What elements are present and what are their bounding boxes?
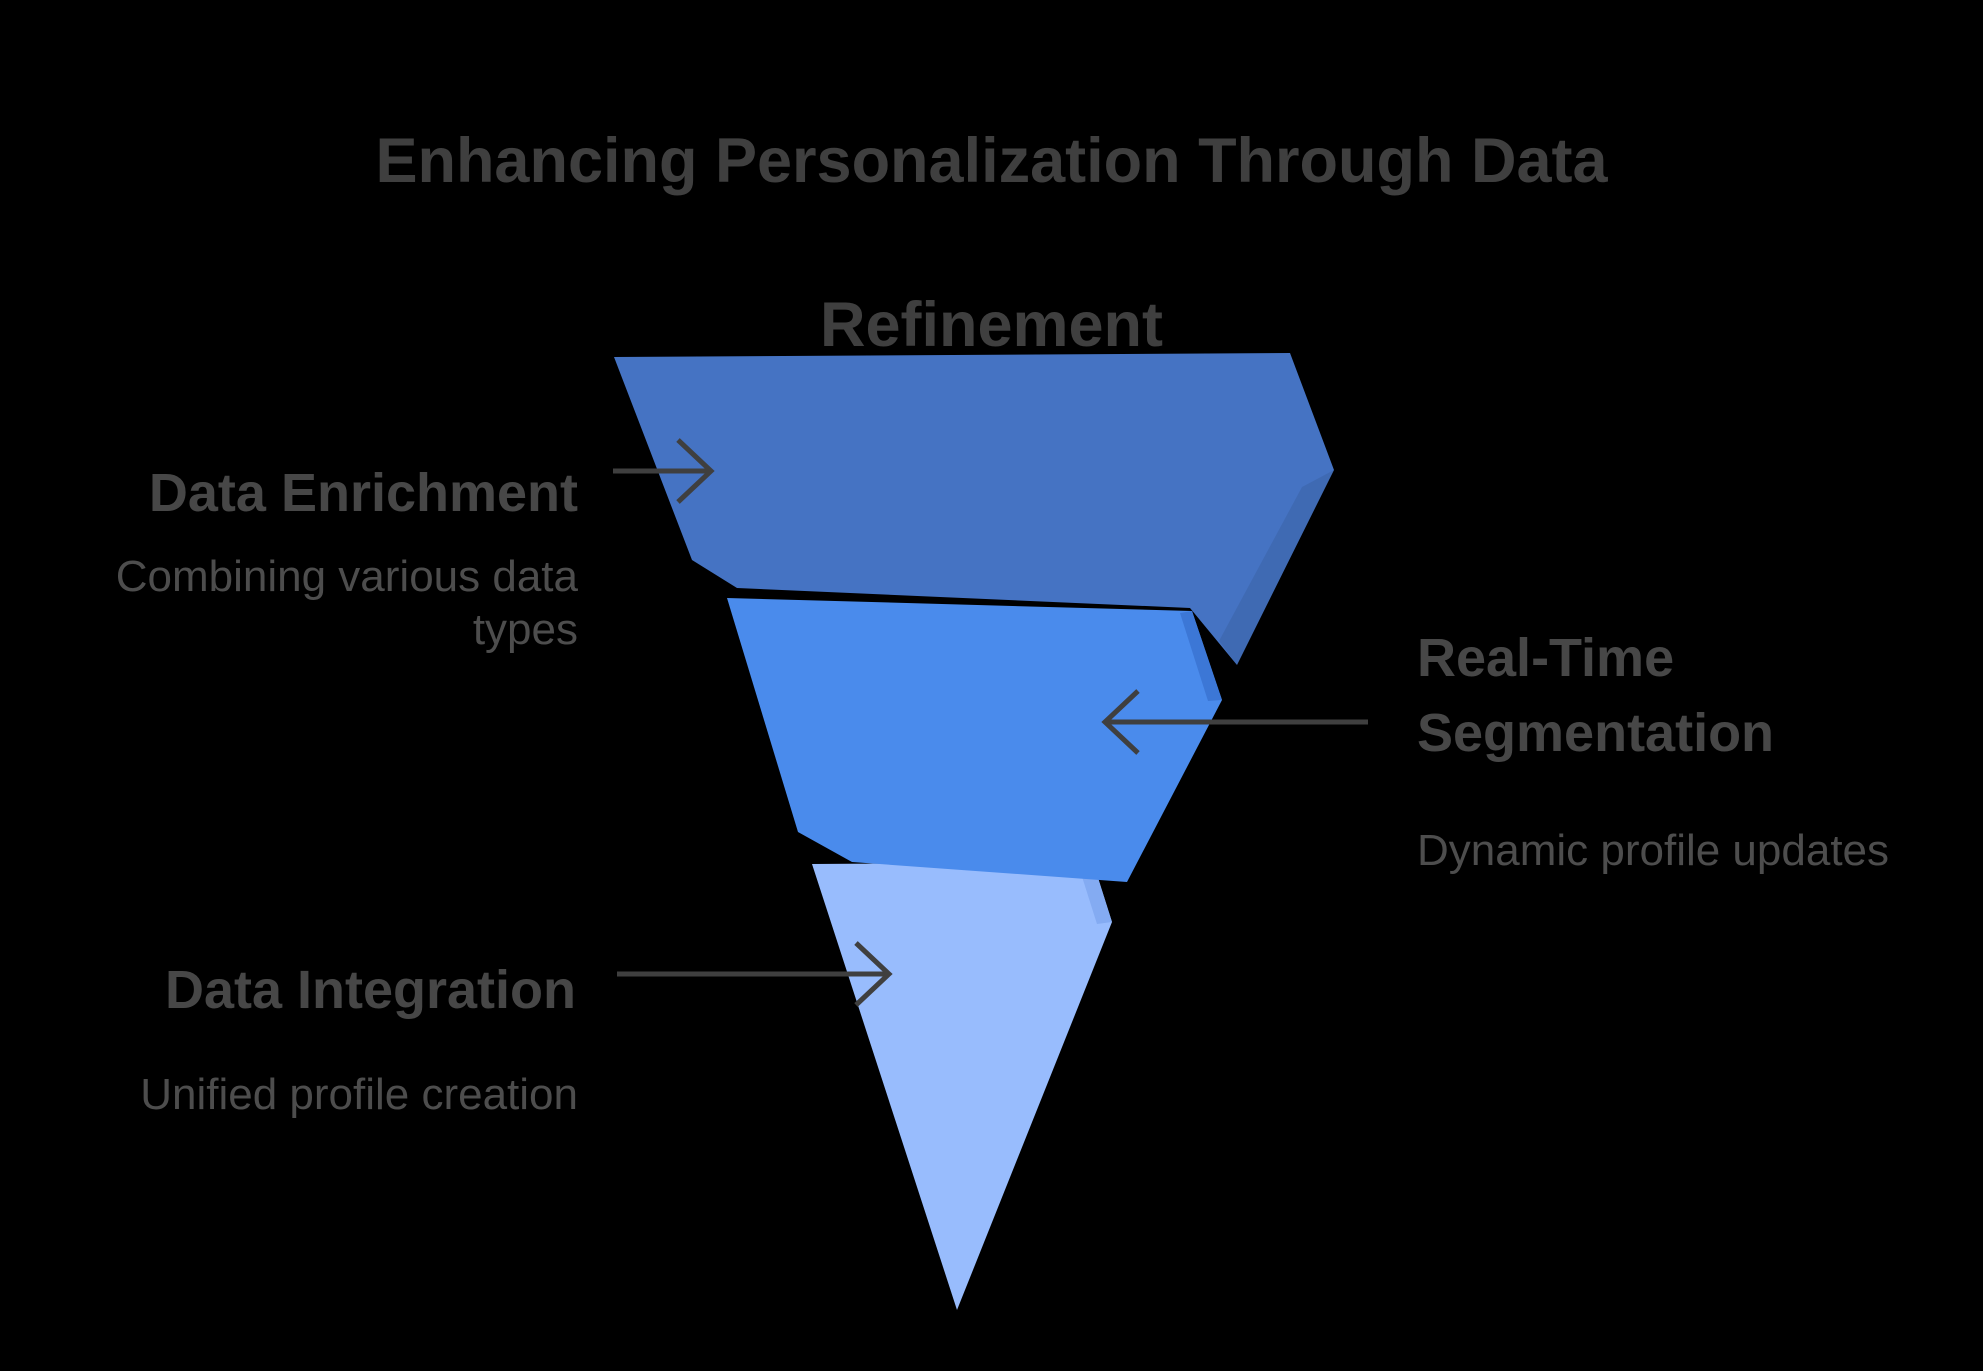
stage-label-data-integration: Data Integration	[164, 960, 576, 1020]
page-title: Enhancing Personalization Through Data R…	[0, 38, 1983, 448]
funnel-tier-real-time-segmentation	[727, 598, 1222, 882]
page-title-line2: Refinement	[819, 290, 1164, 360]
arrow-data-integration	[617, 941, 893, 1007]
arrow-real-time-segmentation	[1101, 689, 1368, 755]
stage-description-data-integration: Unified profile creation	[140, 1070, 578, 1119]
funnel-tier-data-integration	[812, 862, 1112, 1310]
stage-label-real-time-segmentation: Real-Time Segmentation	[1417, 628, 1775, 763]
stage-description-real-time-segmentation: Dynamic profile updates	[1417, 826, 1890, 875]
funnel-tier-data-enrichment-shade	[1219, 470, 1334, 665]
funnel-tier-data-enrichment	[614, 353, 1334, 665]
page-title-line1: Enhancing Personalization Through Data	[375, 126, 1608, 196]
arrow-data-enrichment	[613, 438, 715, 504]
funnel-tier-real-time-segmentation-fold	[1180, 611, 1222, 701]
stage-description-data-enrichment: Combining various data types	[115, 552, 578, 654]
stage-label-data-enrichment: Data Enrichment	[148, 463, 578, 523]
